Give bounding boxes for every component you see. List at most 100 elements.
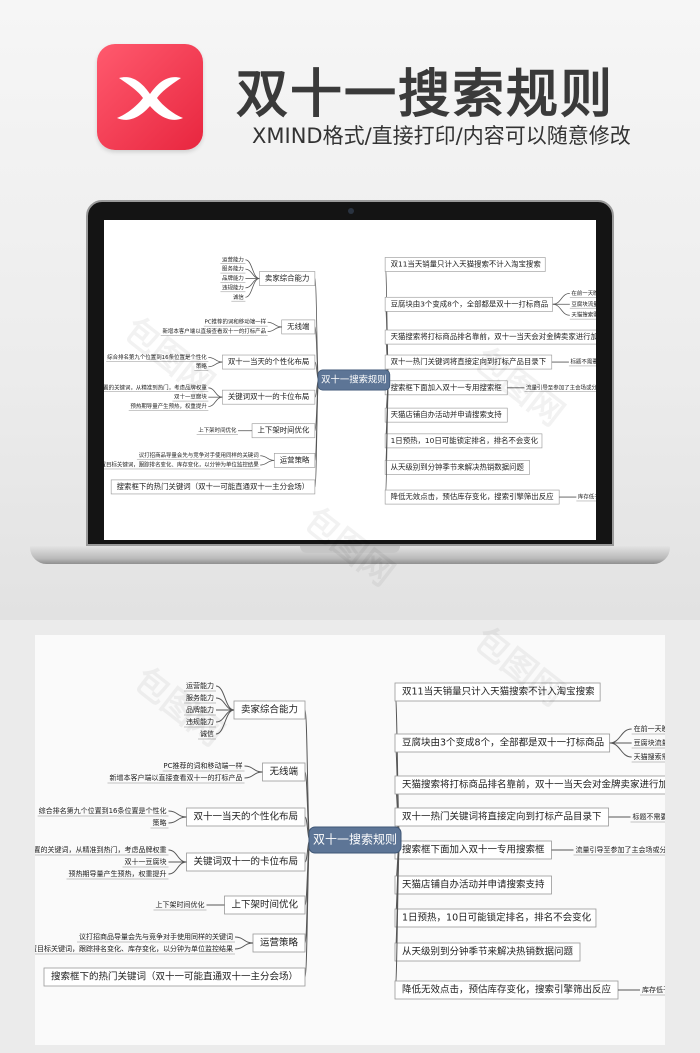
mindmap-branch-label: 卖家综合能力 [265, 273, 309, 283]
mindmap-branch-label: 从天级别到分钟季节来解决热销数据问题 [402, 946, 574, 958]
mindmap-branch-label: 上下架时间优化 [258, 425, 310, 435]
mindmap-sub-label: 预热期导量产生预热，权重提升 [130, 402, 207, 410]
mindmap-sub-label: 上下架时间优化 [156, 900, 205, 909]
mindmap-branch-box [394, 682, 601, 702]
xmind-logo-icon [97, 44, 203, 150]
mindmap-sub-label: 库存低于警戒线，排名靠后 [578, 493, 596, 501]
mindmap-sub-label: 流量引导至参加了主会场或分会场的店铺商 [576, 845, 666, 854]
mindmap-branch-label: 天猫搜索将打标商品排名靠前，双十一当天会对金牌卖家进行加权推荐 [402, 779, 665, 791]
mindmap-sub-label: 策略 [196, 362, 207, 370]
mindmap-branch-label: 双11当天销量只计入天猫搜索不计入淘宝搜索 [391, 258, 541, 268]
mindmap-branch-label: 无线端 [270, 766, 299, 778]
mindmap-branch-label: 上下架时间优化 [232, 899, 299, 911]
mindmap-branch-label: 1日预热，10日可能锁定排名，排名不会变化 [402, 912, 592, 924]
mindmap-sub-label: 运营能力 [222, 255, 244, 263]
mindmap-branch-label: 1日预热，10日可能锁定排名，排名不会变化 [391, 435, 539, 445]
mindmap-branch-label: 双十一热门关键词将直接定向到打标产品目录下 [391, 356, 547, 366]
mindmap-branch-box [110, 479, 316, 495]
mindmap-sub-label: 标题不需要加双十一相关词 [570, 358, 596, 366]
mindmap-sub-label: 豆腐块流量占比30% [634, 738, 665, 747]
laptop-screen: 双11当天销量只计入天猫搜索不计入淘宝搜索豆腐块由3个变成8个，全部都是双十一打… [104, 220, 596, 540]
mindmap-branch-label: 天猫搜索将打标商品排名靠前，双十一当天会对金牌卖家进行加权推荐 [391, 331, 596, 341]
mindmap-sub-label: 天猫搜索需要关注 [571, 311, 596, 319]
mindmap-sub-label: 已打标的产品设置目标关键词，跟踪排名变化、库存变化，以分钟为单位监控结果 [35, 944, 233, 953]
mindmap-full: 双11当天销量只计入天猫搜索不计入淘宝搜索豆腐块由3个变成8个，全部都是双十一打… [35, 681, 666, 1000]
mindmap-sub-label: 已打标的产品设置目标关键词，跟踪排名变化、库存变化，以分钟为单位监控结果 [104, 461, 259, 469]
mindmap-sub-label: 服务能力 [222, 265, 244, 273]
mindmap-branch-label: 天猫店铺自办活动并申请搜索支持 [391, 409, 503, 419]
mindmap-sub-label: 策略 [153, 818, 167, 827]
mindmap-sub-label: 运营能力 [186, 681, 214, 690]
mindmap-branch-box [384, 433, 543, 449]
mindmap-center-label: 双十一搜索规则 [313, 832, 397, 847]
mindmap-branch-label: 双十一当天的个性化布局 [228, 356, 309, 366]
mindmap-sub-label: 双十一豆腐块 [174, 393, 207, 401]
mindmap-branch-box [394, 942, 581, 962]
mindmap-branch-box [384, 257, 546, 272]
mindmap-center-node [317, 369, 391, 391]
mindmap-branch-box [273, 453, 316, 468]
mindmap-sub-label: 双十一豆腐块 [125, 857, 167, 866]
mindmap-preview-small: 双11当天销量只计入天猫搜索不计入淘宝搜索豆腐块由3个变成8个，全部都是双十一打… [104, 255, 596, 505]
mindmap-sub-label: 服务能力 [186, 693, 214, 702]
mindmap-branch-box [43, 967, 306, 987]
mindmap-branch-label: 搜索框下面加入双十一专用搜索框 [402, 844, 545, 856]
mindmap-sub-label: 标题不需要加双十一相关词 [633, 812, 666, 821]
mindmap-sub-label: 品牌能力 [222, 274, 244, 282]
mindmap-center-node [308, 826, 402, 854]
page-subtitle: XMIND格式/直接打印/内容可以随意修改 [252, 124, 631, 148]
mindmap-branch-box [394, 875, 552, 895]
mindmap-branch-box [394, 908, 597, 928]
mindmap-branch-box [384, 329, 596, 345]
mindmap-panel: 双11当天销量只计入天猫搜索不计入淘宝搜索豆腐块由3个变成8个，全部都是双十一打… [35, 635, 665, 1045]
mindmap-sub-label: 规划可设置的关键词，从精准到热门，考虑品牌权重 [104, 383, 207, 391]
mindmap-branch-label: 关键词双十一的卡位布局 [228, 391, 309, 401]
mindmap-sub-label: PC推荐的词和移动端一样 [204, 318, 266, 326]
mindmap-sub-label: 在前一天晚上9点上线 [571, 289, 596, 297]
mindmap-sub-label: 诚信 [200, 729, 214, 738]
mindmap-branch-label: 无线端 [287, 321, 310, 331]
mindmap-sub-label: 上下架时间优化 [198, 426, 237, 434]
mindmap-branch-label: 双十一热门关键词将直接定向到打标产品目录下 [402, 811, 602, 823]
mindmap-branch-label: 天猫店铺自办活动并申请搜索支持 [402, 879, 545, 891]
mindmap-sub-label: 预热期导量产生预热，权重提升 [69, 869, 167, 878]
mindmap-sub-label: 违规能力 [186, 717, 214, 726]
mindmap-branch-label: 从天级别到分钟季节来解决热销数据问题 [391, 461, 525, 471]
mindmap-sub-label: PC推荐的词和移动端一样 [163, 761, 242, 770]
mindmap-sub-label: 议打招商品导量会先与竞争对手使用同样的关键词 [139, 451, 260, 459]
mindmap-sub-label: 品牌能力 [186, 705, 214, 714]
mindmap-branch-label: 双十一当天的个性化布局 [194, 811, 299, 823]
camera-icon [348, 208, 354, 214]
page-title: 双十一搜索规则 [236, 65, 615, 125]
mindmap-branch-box [394, 775, 665, 795]
mindmap-sub-label: 议打招商品导量会先与竞争对手使用同样的关键词 [79, 932, 233, 941]
mindmap-branch-label: 搜索框下的热门关键词（双十一可能直通双十一主分会场） [117, 481, 310, 491]
mindmap-branch-label: 运营策略 [260, 937, 299, 949]
mindmap-branch-label: 豆腐块由3个变成8个，全部都是双十一打标商品 [391, 298, 549, 308]
mindmap-sub-label: 综合排名第九个位置到16条位置是个性化 [107, 353, 207, 361]
mindmap-branch-box [384, 460, 530, 475]
mindmap-center-label: 双十一搜索规则 [321, 374, 387, 386]
mindmap-branch-label: 卖家综合能力 [241, 704, 298, 716]
laptop-notch [300, 546, 400, 553]
mindmap-sub-label: 流量引导至参加了主会场或分会场的店铺商 [526, 383, 596, 391]
mindmap-branch-label: 降低无效点击，预估库存变化，搜索引擎筛出反应 [391, 491, 555, 501]
mindmap-branch-label: 降低无效点击，预估库存变化，搜索引擎筛出反应 [402, 984, 612, 996]
laptop-base [30, 546, 670, 564]
mindmap-sub-label: 新增本客户端以直接查看双十一的打标产品 [162, 327, 266, 335]
mindmap-sub-label: 天猫搜索需要关注 [634, 752, 665, 761]
mindmap-branch-label: 运营策略 [280, 454, 310, 464]
mindmap-branch-label: 搜索框下面加入双十一专用搜索框 [391, 382, 503, 392]
mindmap-sub-label: 违规能力 [222, 283, 244, 291]
mindmap-branch-label: 双11当天销量只计入天猫搜索不计入淘宝搜索 [402, 686, 595, 698]
mindmap-sub-label: 规划可设置的关键词，从精准到热门，考虑品牌权重 [35, 845, 167, 854]
mindmap-branch-label: 豆腐块由3个变成8个，全部都是双十一打标商品 [402, 737, 604, 749]
mindmap-sub-label: 新增本客户端以直接查看双十一的打标产品 [110, 773, 243, 782]
mindmap-sub-label: 库存低于警戒线，排名靠后 [642, 985, 665, 994]
mindmap-branch-label: 搜索框下的热门关键词（双十一可能直通双十一主分会场） [51, 971, 298, 983]
mindmap-sub-label: 在前一天晚上9点上线 [634, 724, 665, 733]
mindmap-sub-label: 豆腐块流量占比30% [571, 300, 596, 308]
mindmap-sub-label: 诚信 [233, 293, 244, 301]
mindmap-branch-label: 关键词双十一的卡位布局 [194, 856, 299, 868]
mindmap-sub-label: 综合排名第九个位置到16条位置是个性化 [39, 806, 167, 815]
